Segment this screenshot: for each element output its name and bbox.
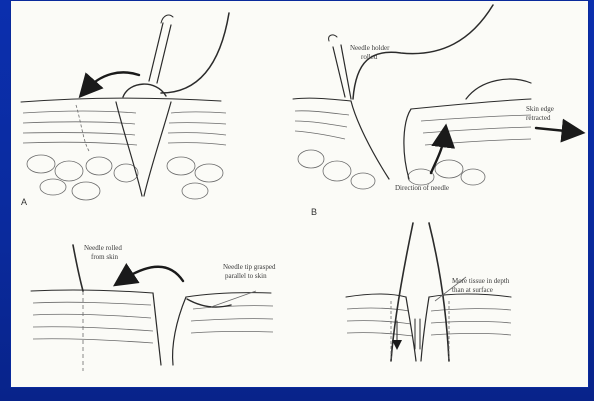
panel-c: Needle rolled from skin Needle tip grasp… — [31, 244, 276, 371]
panel-d: More tissue in depth than at surface — [346, 223, 511, 361]
panel-c-skin-right — [186, 293, 271, 297]
suturing-diagram: A — [11, 1, 588, 387]
panel-c-needle-tip-label-1: Needle tip grasped — [223, 263, 276, 271]
panel-c-skin-left — [31, 290, 153, 293]
panel-b-skin-left — [293, 98, 351, 101]
panel-c-dermis-lines — [33, 302, 273, 343]
panel-d-tissue-label-2: than at surface — [452, 286, 493, 294]
panel-c-wound-right — [173, 297, 186, 365]
panel-b-retracted-edge — [466, 79, 531, 99]
panel-d-skin-left — [346, 294, 406, 297]
panel-c-needle-rolled-label-2: from skin — [91, 253, 119, 261]
panel-a-skin-surface — [21, 98, 221, 102]
panel-c-needle-tip-label-2: parallel to skin — [225, 272, 267, 280]
panel-a-needle — [123, 84, 166, 97]
panel-c-needle-rolled-label-1: Needle rolled — [84, 244, 122, 252]
panel-a-letter: A — [21, 197, 27, 207]
illustration-sheet: A — [11, 1, 588, 387]
panel-b-needle-holder-label-2: rolled — [361, 53, 378, 61]
panel-b-wound-left — [351, 101, 389, 179]
panel-b-retract-arrow — [536, 128, 576, 132]
panel-b-dermis-lines — [295, 111, 531, 145]
panel-d-dermis-lines — [347, 308, 511, 336]
panel-b-direction-label: Direction of needle — [395, 184, 449, 192]
panel-d-wound-right — [421, 297, 429, 361]
panel-b: Needle holder rolled Skin edge retracted… — [293, 5, 576, 217]
panel-b-needle-holder-label-1: Needle holder — [350, 44, 390, 52]
panel-a-fat-lobules — [27, 155, 223, 200]
panel-c-rotation-arrow — [121, 267, 183, 281]
panel-b-letter: B — [311, 207, 317, 217]
panel-d-suture-left — [391, 223, 413, 361]
panel-d-tissue-label-1: More tissue in depth — [452, 277, 510, 285]
panel-b-skin-edge-label-2: retracted — [526, 114, 551, 122]
panel-b-skin-right — [411, 99, 531, 109]
panel-c-needle — [187, 299, 231, 307]
panel-a-needle-holder — [149, 15, 173, 83]
panel-b-wound-right — [404, 109, 411, 179]
panel-c-wound-left — [153, 293, 161, 365]
panel-b-fat-lobules — [298, 150, 485, 189]
panel-a: A — [21, 13, 229, 207]
panel-b-suture-thread — [353, 5, 493, 99]
panel-b-skin-edge-label-1: Skin edge — [526, 105, 554, 113]
panel-a-wound-right — [144, 102, 171, 196]
panel-a-dermis-lines — [23, 111, 226, 145]
panel-c-suture-thread — [73, 245, 83, 291]
panel-b-needle-holder — [329, 35, 351, 99]
panel-b-direction-arrow — [431, 133, 445, 173]
panel-a-suture-path — [76, 105, 89, 151]
